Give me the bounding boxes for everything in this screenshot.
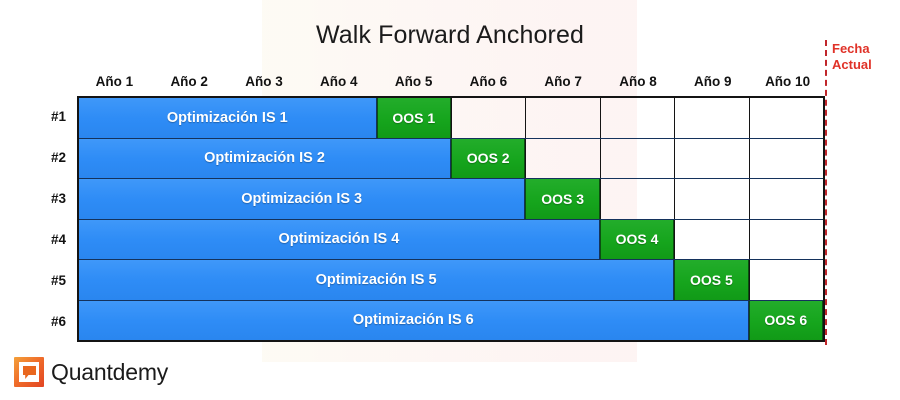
oos-segment-5[interactable]: OOS 5: [674, 260, 749, 300]
year-label-9: Año 9: [694, 74, 732, 89]
year-axis: Año 1 Año 2 Año 3 Año 4 Año 5 Año 6 Año 7 Año 8…: [77, 70, 825, 94]
row-label-6: #6: [50, 314, 66, 329]
current-date-label-line1: Fecha: [832, 41, 870, 56]
row-label-column: #1 #2 #3 #4 #5 #6: [30, 96, 72, 342]
chart-title: Walk Forward Anchored: [316, 21, 584, 49]
year-label-1: Año 1: [95, 74, 134, 89]
brand-logo: Quantdemy: [14, 357, 168, 387]
current-date-label: Fecha Actual: [832, 41, 896, 73]
brand-name: Quantdemy: [51, 359, 169, 385]
row-label-2: #2: [50, 150, 66, 165]
is-segment-2[interactable]: Optimización IS 2: [79, 138, 451, 178]
is-segment-4[interactable]: Optimización IS 4: [79, 219, 600, 259]
year-label-3: Año 3: [245, 74, 283, 89]
row-label-4: #4: [50, 232, 66, 247]
row-label-5: #5: [50, 273, 66, 288]
oos-segment-1[interactable]: OOS 1: [376, 98, 451, 138]
year-label-7: Año 7: [544, 74, 582, 89]
year-label-2: Año 2: [170, 74, 208, 89]
current-date-line: [825, 40, 827, 345]
year-label-4: Año 4: [320, 74, 358, 89]
row-label-1: #1: [50, 109, 66, 124]
year-label-10: Año 10: [765, 74, 811, 89]
is-segment-5[interactable]: Optimización IS 5: [79, 260, 675, 300]
year-label-6: Año 6: [469, 74, 508, 89]
year-label-5: Año 5: [394, 74, 433, 89]
current-date-label-line2: Actual: [832, 57, 872, 72]
quantdemy-logo-icon: [14, 357, 44, 387]
oos-segment-3[interactable]: OOS 3: [525, 179, 600, 219]
oos-segment-4[interactable]: OOS 4: [599, 219, 675, 259]
oos-segment-6[interactable]: OOS 6: [748, 300, 823, 340]
is-segment-1[interactable]: Optimización IS 1: [79, 98, 377, 138]
is-segment-3[interactable]: Optimización IS 3: [79, 179, 526, 219]
year-label-8: Año 8: [619, 74, 657, 89]
is-segment-6[interactable]: Optimización IS 6: [79, 300, 749, 340]
oos-segment-2[interactable]: OOS 2: [451, 138, 526, 178]
row-label-3: #3: [50, 191, 66, 206]
speech-bubble-icon: [23, 366, 36, 379]
